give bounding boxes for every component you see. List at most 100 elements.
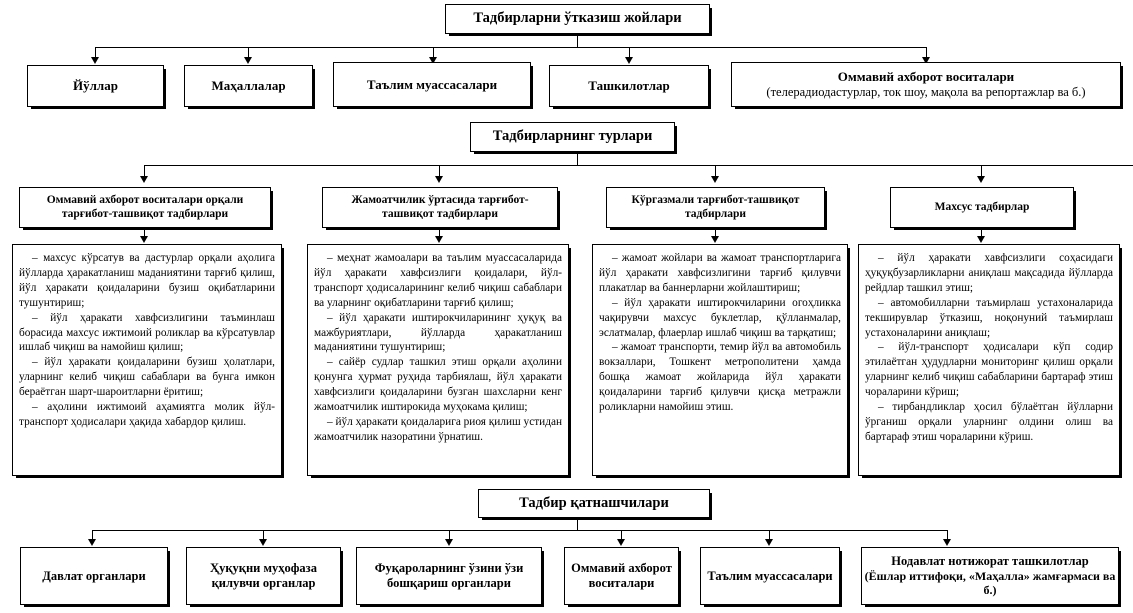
participant-box-2-label: Ҳуқуқни муҳофаза қилувчи органлар (210, 561, 317, 590)
venue-box-1: Йўллар (27, 65, 166, 109)
arrow-content-1 (140, 236, 148, 243)
category-header-4: Махсус тадбирлар (890, 187, 1076, 230)
connector-drop-category-1 (144, 165, 146, 178)
connector-drop-category-3 (715, 165, 717, 178)
venue-box-5: Оммавий ахборот воситалари (телерадиодас… (731, 62, 1123, 109)
participant-box-4: Оммавий ахборот воситалари (564, 547, 681, 607)
category-header-3: Кўргазмали тарғибот-ташвиқот тадбирлари (606, 187, 827, 230)
category-header-2-label: Жамоатчилик ўртасида тарғибот-ташвиқот т… (351, 193, 529, 220)
venue-box-2: Маҳаллалар (184, 65, 315, 109)
category-header-3-label: Кўргазмали тарғибот-ташвиқот тадбирлари (631, 193, 800, 220)
participant-box-5: Таълим муассасалари (700, 547, 842, 607)
venue-box-3: Таълим муассасалари (333, 62, 533, 109)
arrow-content-2 (435, 236, 443, 243)
content-item: – жамоат жойлари ва жамоат транспортлари… (599, 252, 841, 294)
connector-drop-participant-2 (263, 530, 265, 541)
content-item: – меҳнат жамоалари ва таълим муассасалар… (314, 252, 562, 309)
participant-box-3-label: Фуқароларнинг ўзини ўзи бошқариш органла… (374, 561, 524, 590)
category-content-1: – махсус кўрсатув ва дастурлар орқали аҳ… (12, 244, 284, 478)
arrow-participant-5 (765, 539, 773, 546)
connector-bus-mid (144, 165, 1133, 167)
arrow-category-4 (977, 176, 985, 183)
content-item: – йўл ҳаракати қоидаларига риоя қилиш ус… (314, 415, 563, 443)
participant-box-4-label: Оммавий ахборот воситалари (571, 561, 672, 590)
connector-vertical-bottom (577, 518, 579, 531)
title-box-venues-label: Тадбирларни ўтказиш жойлари (473, 10, 682, 27)
content-item: – аҳолини ижтимоий аҳамиятга молик йўл-т… (19, 401, 275, 428)
content-item: – автомобилларни таъмирлаш устахоналарид… (865, 296, 1113, 339)
connector-drop-content-4 (981, 228, 983, 238)
participant-box-1-label: Давлат органлари (42, 568, 146, 583)
arrow-participant-4 (617, 539, 625, 546)
connector-drop-venue-5 (926, 47, 928, 59)
participant-box-6-label: Нодавлат нотижорат ташкилотлар (891, 554, 1089, 569)
content-item: – йўл ҳаракати иштирокчиларининг ҳуқуқ в… (314, 311, 562, 354)
connector-drop-participant-6 (947, 530, 949, 541)
connector-drop-venue-2 (248, 47, 250, 59)
content-item: – сайёр судлар ташкил этиш орқали аҳолин… (314, 356, 562, 414)
connector-drop-content-2 (439, 228, 441, 238)
venue-box-2-label: Маҳаллалар (211, 78, 286, 94)
participant-box-1: Давлат органлари (20, 547, 170, 607)
connector-drop-participant-4 (621, 530, 623, 541)
content-item: – йўл-транспорт ҳодисалари кўп содир эти… (865, 341, 1113, 399)
connector-vertical-top (577, 34, 579, 48)
connector-drop-participant-3 (449, 530, 451, 541)
arrow-participant-3 (445, 539, 453, 546)
arrow-participant-1 (88, 539, 96, 546)
content-item: – махсус кўрсатув ва дастурлар орқали аҳ… (19, 252, 275, 309)
connector-drop-venue-4 (629, 47, 631, 59)
category-content-4: – йўл ҳаракати хавфсизлиги соҳасидаги ҳу… (858, 244, 1122, 478)
category-content-2: – меҳнат жамоалари ва таълим муассасалар… (307, 244, 571, 478)
arrow-content-3 (711, 236, 719, 243)
connector-drop-category-2 (439, 165, 441, 178)
category-content-3: – жамоат жойлари ва жамоат транспортлари… (592, 244, 850, 478)
arrow-category-2 (435, 176, 443, 183)
title-box-measure-types-label: Тадбирларнинг турлари (492, 128, 653, 145)
title-box-measure-types: Тадбирларнинг турлари (470, 122, 677, 154)
title-box-venues: Тадбирларни ўтказиш жойлари (445, 4, 712, 36)
title-box-participants: Тадбир қатнашчилари (478, 489, 712, 520)
arrow-participant-2 (259, 539, 267, 546)
content-item: – тирбандликлар ҳосил бўлаётган йўлларни… (865, 401, 1113, 443)
category-header-1-label: Оммавий ахборот воситалари орқали тарғиб… (46, 193, 244, 220)
connector-drop-content-3 (715, 228, 717, 238)
arrow-content-4 (977, 236, 985, 243)
venue-box-3-label: Таълим муассасалари (366, 76, 498, 92)
venue-box-4-label: Ташкилотлар (588, 78, 670, 94)
venue-box-4: Ташкилотлар (549, 65, 711, 109)
content-item: – жамоат транспорти, темир йўл ва автомо… (599, 341, 841, 414)
arrow-venue-4 (625, 57, 633, 64)
content-item: – йўл ҳаракати хавфсизлигини таъминлаш б… (19, 311, 275, 354)
arrow-category-1 (140, 176, 148, 183)
content-item: – йўл ҳаракати хавфсизлиги соҳасидаги ҳу… (865, 252, 1113, 294)
participant-box-5-label: Таълим муассасалари (707, 568, 833, 583)
participant-box-6: Нодавлат нотижорат ташкилотлар (Ёшлар ит… (861, 547, 1121, 607)
connector-bus-bottom (92, 530, 947, 532)
connector-drop-category-4 (981, 165, 983, 178)
category-header-1: Оммавий ахборот воситалари орқали тарғиб… (19, 187, 273, 230)
connector-bus-top (95, 47, 927, 49)
arrow-category-3 (711, 176, 719, 183)
venue-box-1-label: Йўллар (73, 78, 118, 94)
participant-box-6-sublabel: (Ёшлар иттифоқи, «Маҳалла» жамғармаси ва… (864, 569, 1116, 598)
venue-box-5-sublabel: (телерадиодастурлар, ток шоу, мақола ва … (766, 85, 1086, 100)
connector-drop-venue-1 (95, 47, 97, 59)
arrow-venue-2 (244, 57, 252, 64)
connector-drop-participant-1 (92, 530, 94, 541)
content-item: – йўл ҳаракати қоидаларини бузиш ҳолатла… (19, 356, 275, 399)
content-item: – йўл ҳаракати иштирокчиларини огоҳликка… (599, 296, 841, 339)
category-header-4-label: Махсус тадбирлар (934, 200, 1030, 213)
participant-box-2: Ҳуқуқни муҳофаза қилувчи органлар (186, 547, 343, 607)
title-box-participants-label: Тадбир қатнашчилари (519, 494, 669, 511)
arrow-venue-5 (922, 57, 930, 64)
arrow-participant-6 (943, 539, 951, 546)
arrow-venue-1 (91, 57, 99, 64)
venue-box-5-label: Оммавий ахборот воситалари (837, 68, 1015, 84)
connector-vertical-mid (577, 152, 579, 166)
participant-box-3: Фуқароларнинг ўзини ўзи бошқариш органла… (356, 547, 544, 607)
connector-drop-participant-5 (769, 530, 771, 541)
arrow-venue-3 (429, 57, 437, 64)
connector-drop-content-1 (144, 228, 146, 238)
